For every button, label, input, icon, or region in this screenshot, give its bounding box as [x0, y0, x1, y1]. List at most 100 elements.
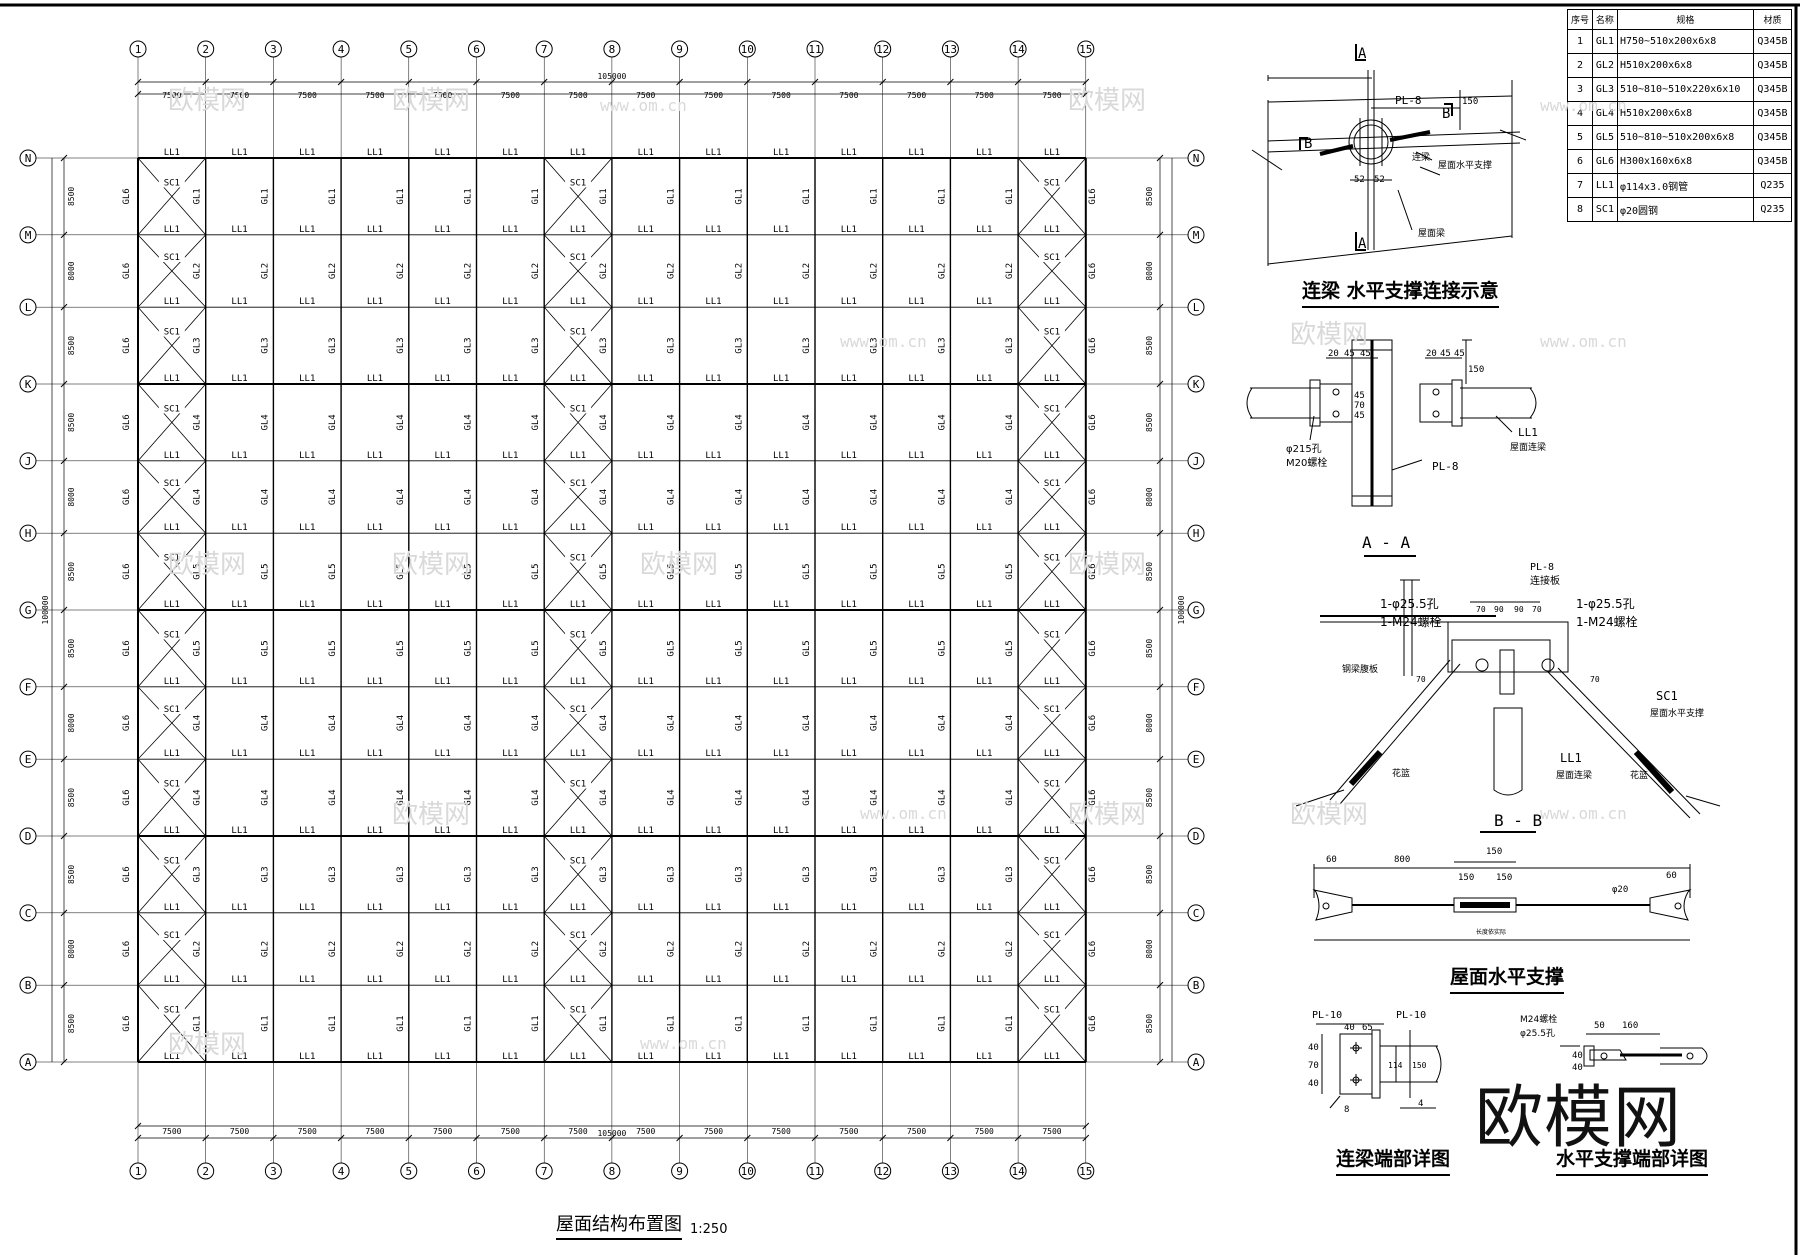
plate-right: PL-10: [1396, 1010, 1426, 1021]
dim-value: 8500: [67, 187, 76, 206]
tie-label: LL1: [841, 677, 857, 687]
dim-value: 8000: [67, 939, 76, 958]
cross-brace: [543, 912, 613, 986]
beam-label: GL2: [193, 263, 203, 279]
beam-label: GL1: [937, 188, 947, 204]
tie-label: LL1: [908, 677, 924, 687]
tie-label: LL1: [841, 523, 857, 533]
spec-no: 2: [1567, 53, 1593, 78]
tie-label: LL1: [1560, 751, 1582, 765]
tie-label: LL1: [435, 826, 451, 836]
tie-label: LL1: [705, 677, 721, 687]
conn-label: 连接板: [1530, 574, 1560, 587]
dim-value: 8500: [67, 865, 76, 884]
beam-label: GL4: [870, 715, 880, 731]
beam-label: GL2: [531, 263, 541, 279]
axis-label: 12: [876, 43, 889, 56]
cross-brace: [1017, 532, 1087, 611]
beam-label: GL2: [260, 941, 270, 957]
dim-value: 7500: [230, 91, 249, 100]
section-a-mark-top: A: [1358, 46, 1367, 62]
watermark-text: 欧模网: [1290, 800, 1369, 830]
cross-brace: [543, 686, 613, 760]
tie-label: LL1: [638, 225, 654, 235]
tie-label: LL1: [976, 600, 992, 610]
tie-label: LL1: [164, 600, 180, 610]
tie-label: LL1: [908, 225, 924, 235]
beam-label: GL2: [937, 941, 947, 957]
tie-label: LL1: [705, 451, 721, 461]
watermark-text: 欧模网: [168, 550, 247, 580]
tie-label: LL1: [231, 374, 247, 384]
tie-label: LL1: [435, 677, 451, 687]
cross-brace: [1017, 984, 1087, 1063]
spec-size: φ114x3.0钢管: [1616, 173, 1754, 198]
dim-value: 8000: [1145, 487, 1154, 506]
axis-label: 1: [135, 43, 142, 56]
dim-value: 7500: [907, 91, 926, 100]
watermark-logo: 欧模网: [1475, 1079, 1683, 1158]
dim-right-2: 45: [1454, 349, 1465, 359]
beam-label: GL3: [667, 866, 677, 882]
tie-label: LL1: [164, 225, 180, 235]
tie-label: LL1: [841, 975, 857, 985]
beam-label: GL4: [396, 489, 406, 505]
dim-50: 50: [1594, 1021, 1605, 1031]
beam-label: GL1: [734, 1015, 744, 1031]
brace-label: SC1: [570, 705, 586, 715]
beam-label: GL5: [1005, 563, 1015, 579]
beam-label: GL1: [464, 188, 474, 204]
tie-label: LL1: [638, 451, 654, 461]
axis-label: E: [25, 753, 32, 766]
edge-beam-label: GL6: [1088, 715, 1098, 731]
tie-label: LL1: [1044, 903, 1060, 913]
tie-label: LL1: [908, 1052, 924, 1062]
section-a-a-detail: [1246, 339, 1537, 557]
brace-label: SC1: [1044, 479, 1060, 489]
tie-label: LL1: [908, 297, 924, 307]
tie-label: LL1: [299, 297, 315, 307]
spec-size: 510~810~510x220x6x10: [1616, 77, 1754, 102]
axis-label: E: [1193, 753, 1200, 766]
tie-label: LL1: [1044, 297, 1060, 307]
dim-value: 8500: [67, 1014, 76, 1033]
beam-label: GL5: [1005, 640, 1015, 656]
tie-label: LL1: [435, 1052, 451, 1062]
cross-brace: [543, 460, 613, 534]
beam-label: GL3: [1005, 337, 1015, 353]
beam-label: GL3: [1005, 866, 1015, 882]
bolt-label: M20螺栓: [1286, 456, 1327, 469]
tie-label: LL1: [705, 148, 721, 158]
beam-label: GL1: [531, 188, 541, 204]
axis-label: 4: [338, 43, 345, 56]
tie-label: LL1: [299, 975, 315, 985]
tie-label: LL1: [1044, 148, 1060, 158]
cross-brace: [543, 306, 613, 385]
tie-label: LL1: [638, 903, 654, 913]
cross-brace: [1017, 234, 1087, 308]
beam-label: GL4: [667, 489, 677, 505]
brace-label-bg: [158, 628, 185, 640]
tie-label: LL1: [1044, 1052, 1060, 1062]
axis-label: 14: [1011, 1165, 1025, 1178]
dim-150-b: 150: [1496, 873, 1512, 883]
watermark-url: www.om.cn: [1540, 332, 1627, 351]
tie-label: LL1: [773, 1052, 789, 1062]
beam-label: GL4: [396, 715, 406, 731]
beam-label: GL1: [260, 188, 270, 204]
tie-label: LL1: [1044, 225, 1060, 235]
axis-label: 15: [1079, 43, 1092, 56]
axis-label: D: [25, 830, 32, 843]
dim-value: 7500: [501, 1127, 520, 1136]
beam-label: GL5: [396, 640, 406, 656]
beam-label: GL4: [734, 414, 744, 430]
beam-label: GL3: [937, 337, 947, 353]
brace-label: SC1: [1044, 253, 1060, 263]
tie-label: LL1: [299, 826, 315, 836]
tie-label: LL1: [231, 1052, 247, 1062]
tie-label: LL1: [976, 677, 992, 687]
spec-name: GL1: [1591, 29, 1618, 54]
beam-label: GL4: [328, 789, 338, 805]
tie-label: LL1: [164, 749, 180, 759]
